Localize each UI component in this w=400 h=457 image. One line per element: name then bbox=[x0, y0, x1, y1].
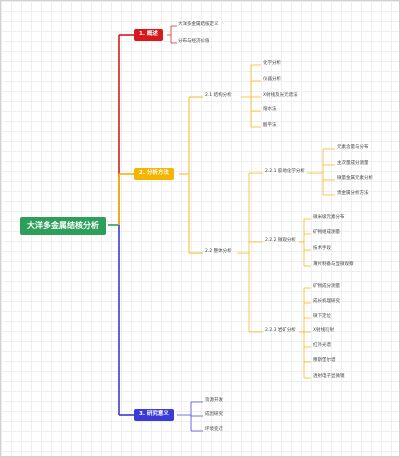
chemical-analysis-node[interactable]: 2.2.1 胶地化学分析 bbox=[265, 169, 305, 174]
chemical-item-precious[interactable]: 贵金属分析方法 bbox=[337, 191, 369, 196]
structure-item-chemical[interactable]: 化学分析 bbox=[263, 61, 281, 66]
mineral-analysis-node[interactable]: 2.2.3 岩矿分析 bbox=[265, 328, 296, 333]
mineral-item-mossbauer[interactable]: 穆斯堡尔谱 bbox=[313, 358, 336, 363]
overall-analysis-node[interactable]: 2.2 整体分析 bbox=[205, 249, 232, 254]
chemical-item-major[interactable]: 主次量成分测量 bbox=[337, 161, 369, 166]
root-node[interactable]: 大洋多金属结核分析 bbox=[20, 217, 106, 235]
structure-item-acid[interactable]: 酸平法 bbox=[263, 123, 277, 128]
micro-item-mineral[interactable]: 矿物组成测量 bbox=[313, 230, 340, 235]
mineral-item-location[interactable]: 微下定位 bbox=[313, 314, 331, 319]
structure-item-melt[interactable]: 熔水法 bbox=[263, 107, 277, 112]
mineral-item-composition[interactable]: 矿物成分测量 bbox=[313, 284, 340, 289]
significance-item-resources[interactable]: 资源开发 bbox=[205, 398, 223, 403]
micro-item-technique[interactable]: 技术手段 bbox=[313, 246, 331, 251]
mineral-item-infrared[interactable]: 红外光谱 bbox=[313, 343, 331, 348]
structure-item-xray[interactable]: X射线及光元谱法 bbox=[263, 93, 298, 98]
significance-item-environment[interactable]: 环境变迁 bbox=[205, 427, 223, 432]
micro-analysis-node[interactable]: 2.2.2 微观分析 bbox=[265, 238, 296, 243]
overview-item-distribution[interactable]: 分布与经济价值 bbox=[178, 39, 210, 44]
structure-item-instrument[interactable]: 仪器分析 bbox=[263, 77, 281, 82]
overview-item-definition[interactable]: 大洋多金属结核定义 bbox=[178, 22, 219, 27]
mineral-item-tem[interactable]: 透射电子显微镜 bbox=[313, 374, 345, 379]
significance-item-genesis[interactable]: 成因研究 bbox=[205, 412, 223, 417]
chemical-item-elements[interactable]: 元素含量与分布 bbox=[337, 145, 369, 150]
mineral-item-growth[interactable]: 成长机理研究 bbox=[313, 299, 340, 304]
mineral-item-xrd[interactable]: X射线衍射 bbox=[313, 328, 335, 333]
structure-analysis-node[interactable]: 2.1 结构分析 bbox=[205, 93, 232, 98]
methods-node[interactable]: 2. 分析方法 bbox=[134, 168, 174, 180]
overview-node[interactable]: 1. 概述 bbox=[134, 29, 163, 41]
micro-item-distribution[interactable]: 微米级元素分布 bbox=[313, 215, 345, 220]
significance-node[interactable]: 3. 研究意义 bbox=[134, 409, 174, 421]
chemical-item-trace[interactable]: 微量金属元素分析 bbox=[337, 176, 373, 181]
micro-item-thin-section[interactable]: 薄片制备与显微观察 bbox=[313, 262, 354, 267]
